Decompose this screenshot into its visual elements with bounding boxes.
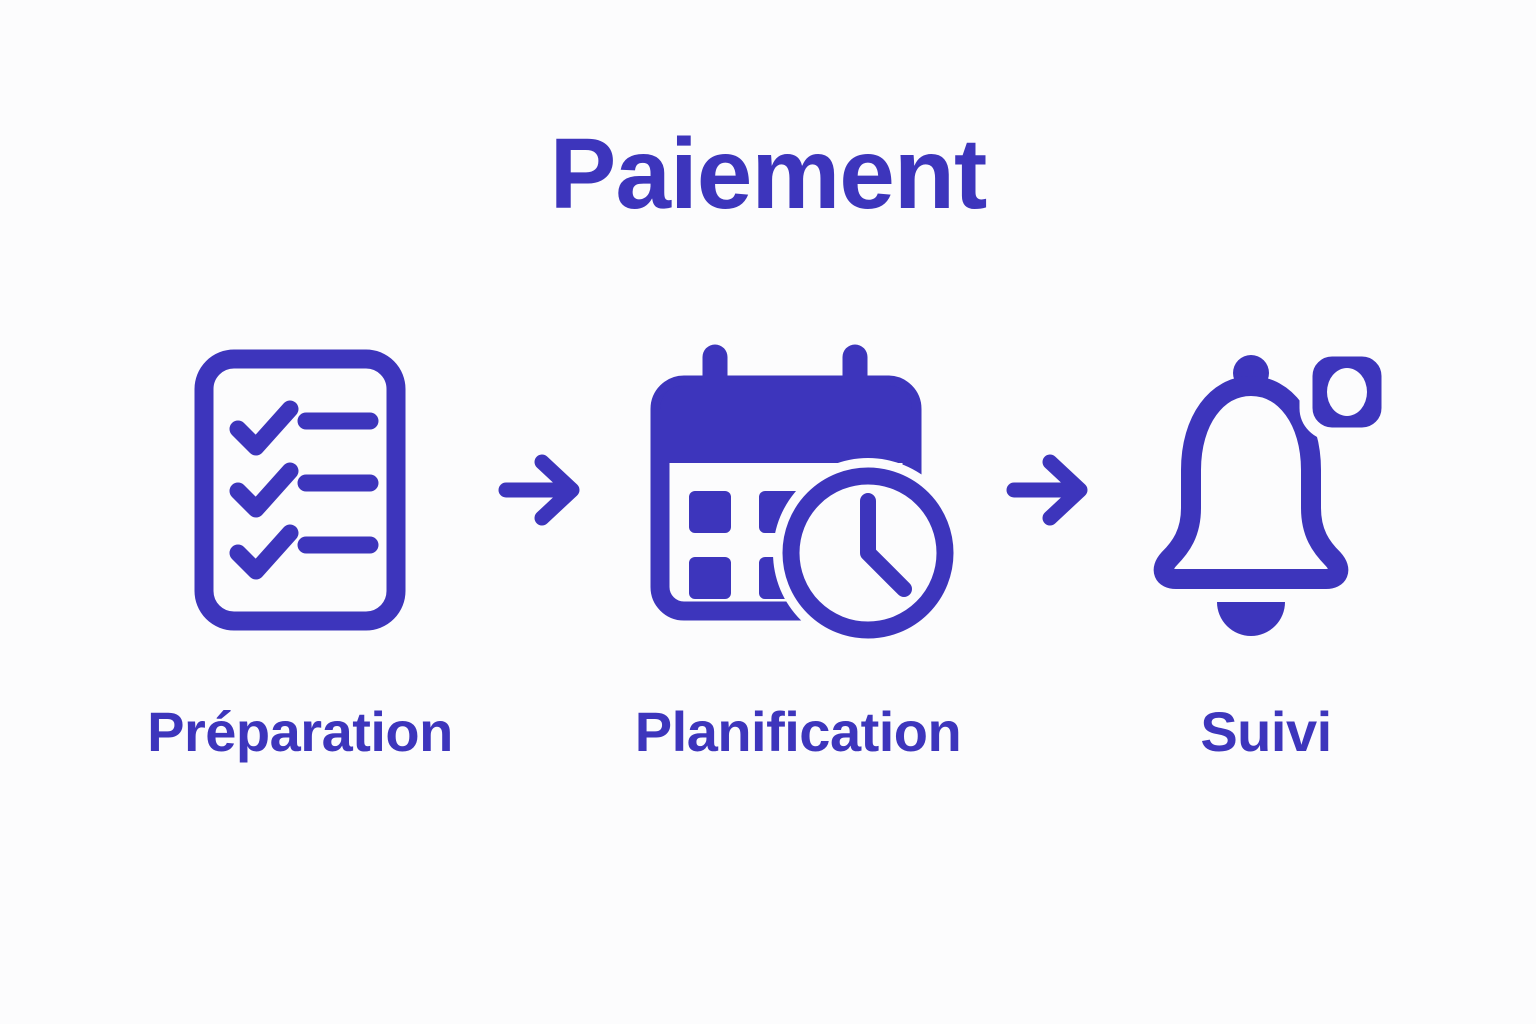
process-flow: Préparation [0,339,1536,764]
payment-process-diagram: Paiement Préparation [0,122,1536,1024]
checklist-icon [194,339,406,641]
step-planification: Planification [593,339,1003,764]
step-preparation: Préparation [105,339,495,764]
step-suivi: Suivi [1101,339,1431,764]
right-arrow-icon [495,339,593,641]
calendar-clock-icon [642,339,954,641]
page-title: Paiement [549,118,988,230]
step-label-planification: Planification [634,700,962,763]
right-arrow-icon [1003,339,1101,641]
bell-notification-icon [1138,339,1394,641]
step-label-suivi: Suivi [1200,700,1332,763]
step-label-preparation: Préparation [147,700,453,763]
